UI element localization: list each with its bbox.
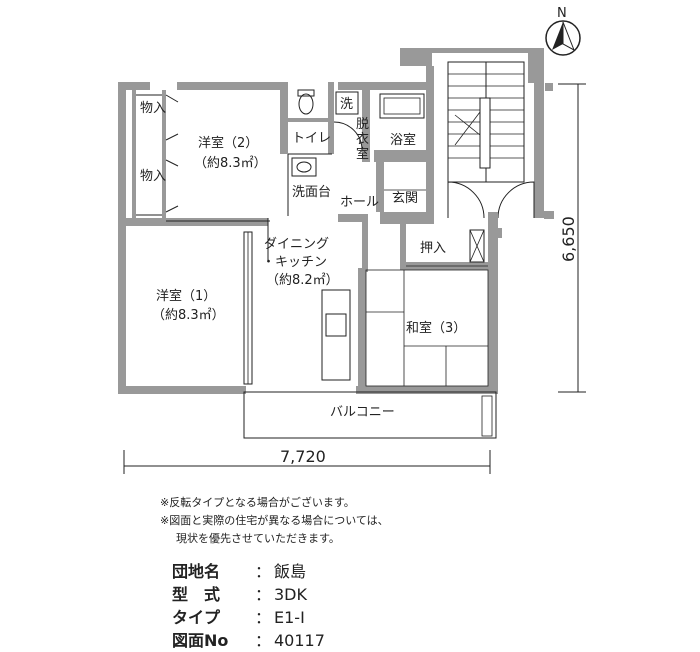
info-row-estate: 団地名 ： 飯島: [172, 562, 307, 581]
info-value: 3DK: [274, 585, 307, 604]
dimension-width: 7,720: [123, 447, 491, 474]
compass-icon: N: [545, 6, 581, 56]
storage-label-lower: 物入: [140, 169, 166, 184]
dimension-depth: 6,650: [558, 83, 586, 393]
depth-dimension-label: 6,650: [559, 216, 578, 262]
dressing-label-1: 脱: [356, 117, 369, 132]
property-info: 団地名 ： 飯島 型 式 ： 3DK タイプ ： E1-I 図面No ： 401…: [172, 560, 325, 652]
info-value: 飯島: [274, 562, 307, 581]
width-dimension-label: 7,720: [280, 447, 326, 466]
note-line-1: ※反転タイプとなる場合がございます。: [160, 496, 355, 509]
info-row-drawing-no: 図面No ： 40117: [172, 631, 325, 650]
bath-label: 浴室: [390, 132, 416, 148]
dining-kitchen-line2: ・キッチン: [262, 255, 327, 270]
info-key: 団地名: [172, 562, 221, 581]
toilet-label: トイレ: [292, 131, 331, 146]
compass-north-label: N: [557, 6, 567, 21]
interior-details: [136, 89, 497, 439]
dining-kitchen-line1: ダイニング: [264, 237, 329, 252]
info-row-type: 型 式 ： 3DK: [172, 585, 307, 604]
dressing-label-3: 室: [356, 146, 369, 162]
notes: ※反転タイプとなる場合がございます。 ※図面と実際の住宅が異なる場合については、…: [160, 494, 389, 548]
note-line-3: 現状を優先させていただきます。: [176, 532, 340, 545]
japanese-room-name: 和室（3）: [406, 320, 466, 336]
western-room-1-name: 洋室（1）: [156, 288, 216, 304]
dressing-label-2: 衣: [356, 131, 369, 147]
note-line-2: ※図面と実際の住宅が異なる場合については、: [160, 514, 389, 527]
hall-label: ホール: [340, 195, 379, 210]
info-key: 型 式: [172, 585, 221, 604]
info-key: 図面No: [172, 631, 229, 650]
info-value: 40117: [274, 631, 325, 650]
laundry-label: 洗: [340, 97, 353, 112]
stair-core: [400, 48, 554, 238]
info-row-variant: タイプ ： E1-I: [172, 608, 305, 627]
western-room-1-area: （約8.3㎡）: [152, 308, 225, 323]
western-room-2-area: （約8.3㎡）: [194, 156, 267, 171]
entrance-label: 玄関: [392, 191, 418, 206]
storage-label-upper: 物入: [140, 101, 166, 116]
washbasin-label: 洗面台: [292, 185, 331, 200]
western-room-2-name: 洋室（2）: [198, 135, 258, 151]
info-key: タイプ: [172, 608, 221, 627]
walls: [118, 66, 498, 394]
closet-label: 押入: [420, 241, 446, 256]
balcony-label: バルコニー: [330, 405, 395, 420]
dining-kitchen-area: （約8.2㎡）: [266, 273, 339, 288]
info-value: E1-I: [274, 608, 305, 627]
